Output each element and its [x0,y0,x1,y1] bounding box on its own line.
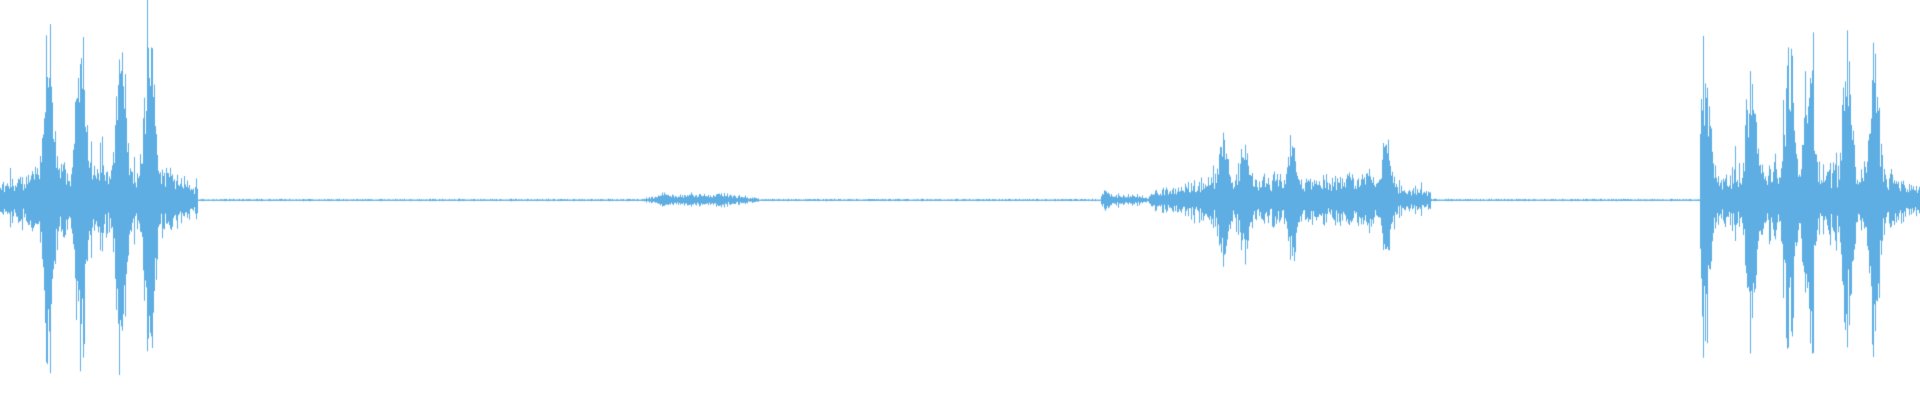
audio-waveform [0,0,1920,400]
